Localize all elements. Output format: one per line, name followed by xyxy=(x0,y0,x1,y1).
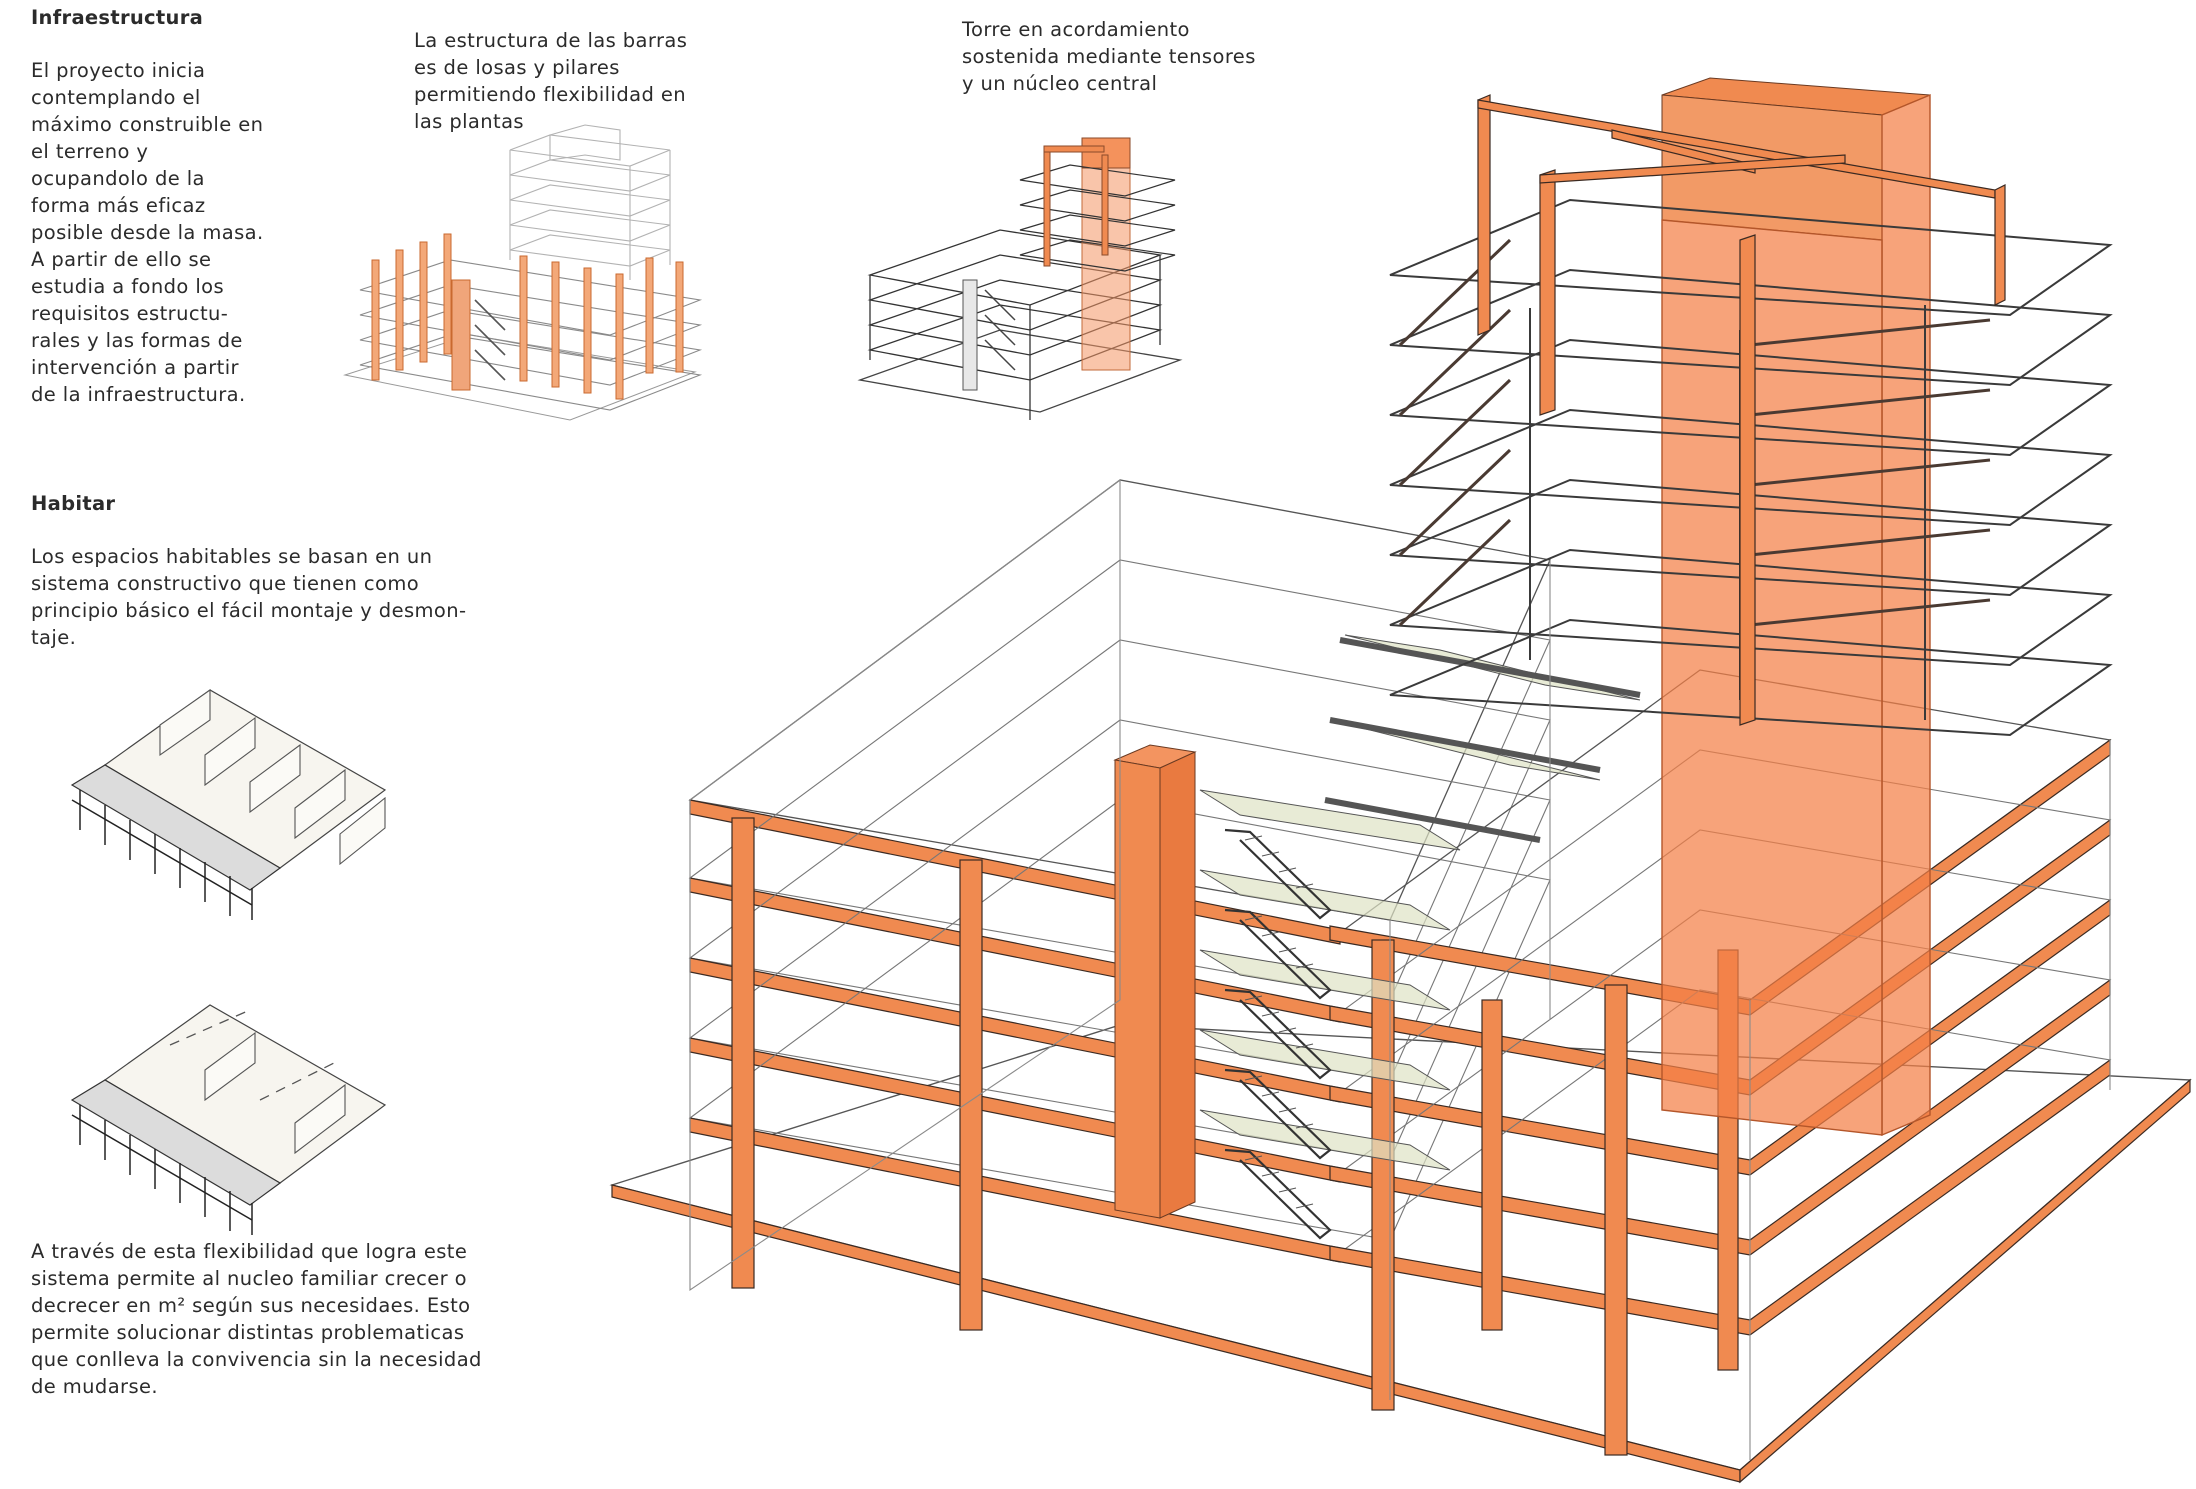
torre-stairs xyxy=(984,289,1016,371)
text-line: intervención a partir xyxy=(31,356,239,379)
stair-flights xyxy=(1224,828,1332,1240)
text-line: posible desde la masa. xyxy=(31,221,264,244)
text-line: A partir de ello se xyxy=(31,248,212,271)
stair-treads xyxy=(1244,835,1314,1209)
text-line: permite solucionar distintas problematic… xyxy=(31,1321,465,1344)
text-line: y un núcleo central xyxy=(962,72,1158,95)
text-line: estudia a fondo los xyxy=(31,275,225,298)
text-line: Los espacios habitables se basan en un xyxy=(31,545,433,568)
torre-lower-slabs xyxy=(867,229,1163,420)
bar-slabs xyxy=(359,259,703,411)
base-slab xyxy=(343,334,697,421)
courtyard-beams xyxy=(1324,637,1641,843)
tower-tensors xyxy=(1398,238,1991,627)
text-line: taje. xyxy=(31,626,77,649)
habitar-module-2 xyxy=(70,1004,387,1235)
text-line: sistema constructivo que tienen como xyxy=(31,572,420,595)
text-line: principio básico el fácil montaje y desm… xyxy=(31,599,467,622)
upper-floors-wireframe xyxy=(509,124,671,280)
barras-note: La estructura de las barras es de losas … xyxy=(414,27,687,135)
text-line: contemplando el xyxy=(31,86,201,109)
torre-small-core xyxy=(962,279,978,391)
text-line: las plantas xyxy=(414,110,524,133)
barras-core xyxy=(451,279,471,391)
front-pillars xyxy=(731,817,1739,1456)
text-line: rales y las formas de xyxy=(31,329,243,352)
main-axonometric xyxy=(609,77,2192,1484)
barras-diagram xyxy=(343,124,703,421)
ground-slab-edge-front xyxy=(611,1184,1741,1483)
text-line: que conlleva la convivencia sin la neces… xyxy=(31,1348,482,1371)
tower-top-frame xyxy=(1477,94,2006,726)
text-line: decrecer en m² según sus necesidaes. Est… xyxy=(31,1294,471,1317)
torre-core xyxy=(1081,139,1131,371)
barras-stairs xyxy=(474,299,506,381)
text-line: forma más eficaz xyxy=(31,194,206,217)
text-line: La estructura de las barras xyxy=(414,29,688,52)
central-core xyxy=(1113,744,1197,1219)
infraestructura-body: El proyecto inicia contemplando el máxim… xyxy=(31,57,264,408)
bar-facade-lines xyxy=(689,478,2111,1460)
infraestructura-heading: Infraestructura xyxy=(31,6,204,29)
text-line: es de losas y pilares xyxy=(414,56,620,79)
torre-diagram xyxy=(857,137,1183,420)
text-line: A través de esta flexibilidad que logra … xyxy=(31,1240,468,1263)
text-line: Torre en acordamiento xyxy=(962,18,1190,41)
text-line: permitiendo flexibilidad en xyxy=(414,83,686,106)
text-line: máximo construible en xyxy=(31,113,264,136)
habitar-module-1 xyxy=(70,688,387,920)
text-line: de la infraestructura. xyxy=(31,383,246,406)
tower-floor-frames xyxy=(1389,198,2113,737)
ground-slab xyxy=(609,1024,2192,1471)
torre-core-top xyxy=(1081,137,1131,169)
torre-note: Torre en acordamiento sostenida mediante… xyxy=(962,16,1256,97)
habitar-body: Los espacios habitables se basan en un s… xyxy=(31,543,466,651)
habitar-heading: Habitar xyxy=(31,492,116,515)
left-bar-slabs xyxy=(688,479,1551,1263)
stair-landings xyxy=(1199,634,1641,1171)
text-line: de mudarse. xyxy=(31,1375,159,1398)
ground-slab-edge-right xyxy=(1739,1078,2191,1484)
text-line: sostenida mediante tensores xyxy=(962,45,1256,68)
torre-frame-orange xyxy=(1043,145,1109,267)
flexibilidad-note: A través de esta flexibilidad que logra … xyxy=(31,1238,482,1400)
right-bar-slabs xyxy=(1328,669,2112,1336)
torre-upper-floors xyxy=(1019,164,1176,272)
text-line: ocupandolo de la xyxy=(31,167,205,190)
tower-core xyxy=(1661,77,1931,1137)
text-line: El proyecto inicia xyxy=(31,59,206,82)
bar-pillars xyxy=(371,233,684,400)
text-line: sistema permite al nucleo familiar crece… xyxy=(31,1267,467,1290)
torre-base-slab xyxy=(857,329,1183,413)
text-line: requisitos estructu- xyxy=(31,302,229,325)
text-line: el terreno y xyxy=(31,140,149,163)
